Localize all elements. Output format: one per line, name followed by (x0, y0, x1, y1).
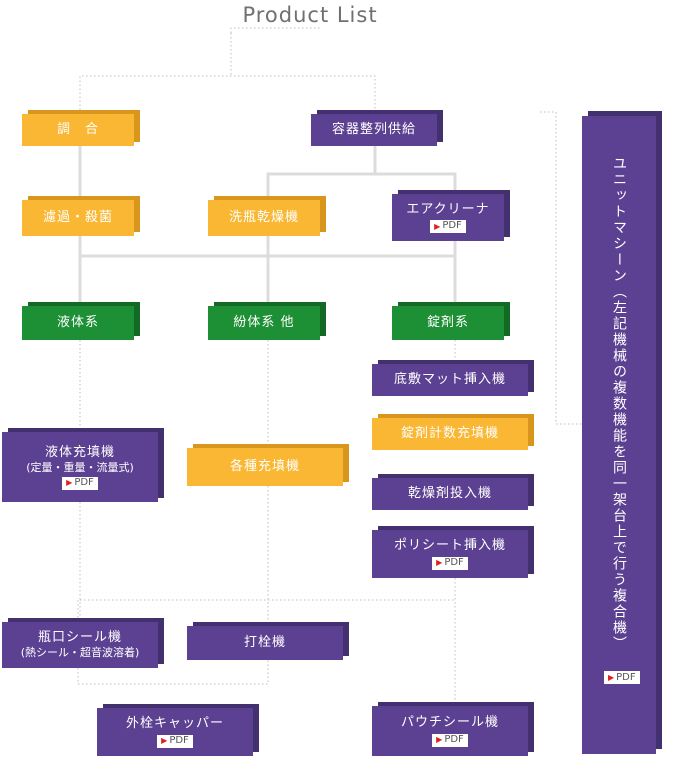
kakushu-jutenki-box: 各種充填機 (187, 448, 343, 486)
unit-machine-label: ユニットマシーン（左記機械の複数機能を同一架台上で行う複合機） (611, 156, 627, 652)
ekitai-jutenki-sub: (定量・重量・流量式) (26, 460, 134, 474)
poly-sheet-pdf-link[interactable]: ▶PDF (432, 556, 468, 570)
pdf-arrow-icon: ▶ (434, 221, 441, 231)
binguchi-seal-label: 瓶口シール機 (37, 630, 122, 645)
pdf-arrow-icon: ▶ (608, 673, 615, 682)
kansouzai-label: 乾燥剤投入機 (407, 485, 492, 501)
youki-seiretsu-label: 容器整列供給 (331, 121, 416, 137)
unit-machine-box[interactable]: ユニットマシーン（左記機械の複数機能を同一架台上で行う複合機） ▶PDF (582, 116, 656, 754)
ekitai-jutenki-box[interactable]: 液体充填機 (定量・重量・流量式) ▶PDF (2, 432, 158, 502)
chougou-box: 調 合 (22, 114, 134, 146)
air-cleaner-label: エアクリーナ (406, 201, 490, 217)
binguchi-seal-sub: (熱シール・超音波溶着) (20, 646, 140, 660)
poly-sheet-label: ポリシート挿入機 (393, 538, 506, 554)
youki-seiretsu-box: 容器整列供給 (311, 114, 437, 146)
ekitai-kei-label: 液体系 (56, 314, 99, 330)
air-cleaner-box[interactable]: エアクリーナ ▶PDF (392, 194, 504, 241)
jouzai-kei-box: 錠剤系 (392, 306, 504, 340)
pouch-seal-box[interactable]: パウチシール機 ▶PDF (372, 706, 528, 756)
pouch-seal-pdf-link[interactable]: ▶PDF (432, 733, 468, 747)
kakushu-jutenki-label: 各種充填機 (229, 458, 300, 474)
kansouzai-box: 乾燥剤投入機 (372, 478, 528, 510)
sokoshiki-mat-label: 底敷マット挿入機 (393, 371, 506, 387)
funtai-kei-label: 紛体系 他 (233, 314, 295, 330)
roka-sakkin-box: 濾過・殺菌 (22, 200, 134, 236)
gaisen-capper-label: 外栓キャッパー (125, 716, 224, 732)
chougou-label: 調 合 (56, 121, 99, 137)
product-list-title: Product List (242, 3, 378, 27)
dasenki-box: 打栓機 (187, 626, 343, 660)
ekitai-kei-box: 液体系 (22, 306, 134, 340)
senbin-kansouki-label: 洗瓶乾燥機 (228, 209, 299, 225)
pdf-arrow-icon: ▶ (436, 558, 443, 568)
pdf-arrow-icon: ▶ (436, 735, 443, 745)
air-cleaner-pdf-link[interactable]: ▶PDF (430, 220, 466, 234)
pdf-arrow-icon: ▶ (66, 478, 73, 487)
jouzai-keisu-label: 錠剤計数充填機 (400, 425, 499, 441)
roka-sakkin-label: 濾過・殺菌 (42, 209, 113, 225)
pdf-arrow-icon: ▶ (161, 736, 168, 746)
dasenki-label: 打栓機 (243, 634, 286, 650)
gaisen-capper-pdf-link[interactable]: ▶PDF (157, 734, 193, 748)
poly-sheet-box[interactable]: ポリシート挿入機 ▶PDF (372, 530, 528, 578)
sokoshiki-mat-box: 底敷マット挿入機 (372, 364, 528, 396)
funtai-kei-box: 紛体系 他 (208, 306, 320, 340)
unit-machine-pdf-link[interactable]: ▶PDF (604, 671, 640, 684)
gaisen-capper-box[interactable]: 外栓キャッパー ▶PDF (97, 708, 253, 756)
binguchi-seal-box: 瓶口シール機 (熱シール・超音波溶着) (2, 622, 158, 668)
jouzai-keisu-box: 錠剤計数充填機 (372, 418, 528, 450)
ekitai-jutenki-label: 液体充填機 (44, 444, 115, 460)
senbin-kansouki-box: 洗瓶乾燥機 (208, 200, 320, 236)
jouzai-kei-label: 錠剤系 (426, 314, 469, 330)
ekitai-jutenki-pdf-link[interactable]: ▶PDF (62, 476, 98, 490)
pouch-seal-label: パウチシール機 (400, 715, 499, 731)
